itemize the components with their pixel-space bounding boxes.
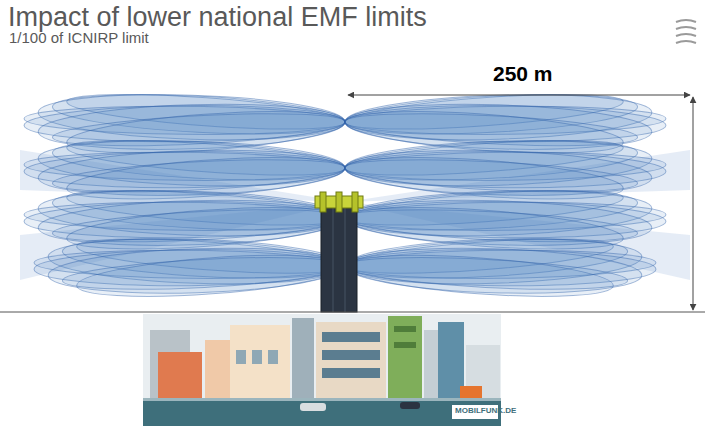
dimension-line <box>693 97 694 310</box>
dimension-label: 250 m <box>493 62 553 85</box>
watermark: MOBILFUNK.DE <box>455 407 516 416</box>
city-illustration <box>143 314 501 426</box>
tower-line <box>345 206 346 312</box>
tower <box>321 206 357 312</box>
radiation-lobe <box>75 248 346 304</box>
logo <box>676 20 696 43</box>
antenna <box>315 192 363 212</box>
title: Impact of lower national EMF limits <box>8 2 427 32</box>
tower-line <box>333 206 334 312</box>
radiation-lobe <box>344 248 615 304</box>
dimension-line <box>348 95 690 96</box>
subtitle: 1/100 of ICNIRP limit <box>9 30 149 47</box>
ground-line <box>0 312 705 313</box>
